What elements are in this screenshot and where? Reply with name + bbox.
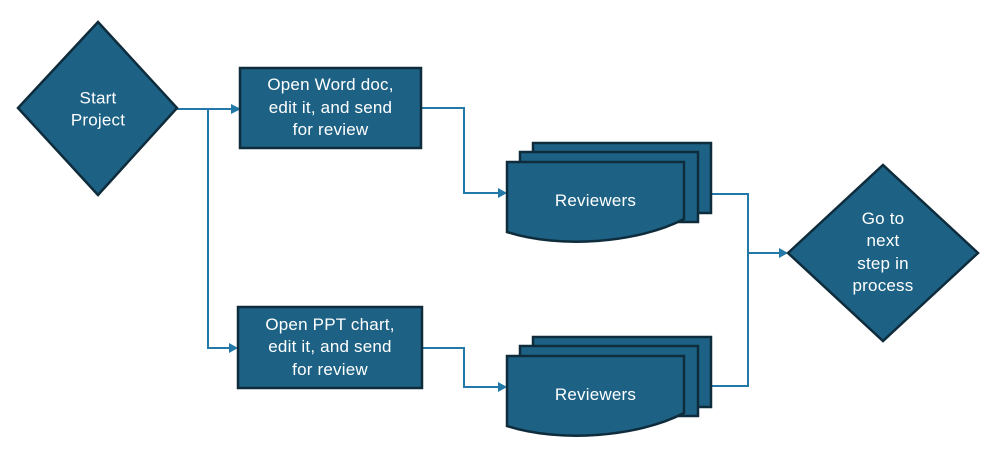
start-decision-diamond — [16, 20, 179, 197]
reviewers-ppt-multidocument — [505, 335, 713, 437]
word-process-rect — [238, 66, 423, 150]
reviewers-word-front-sheet — [505, 160, 686, 243]
arrowhead-bus-to-end — [779, 248, 788, 258]
connector-reviewers-bus — [711, 193, 749, 387]
reviewers-word-multidocument — [505, 141, 713, 243]
end-decision-diamond — [786, 163, 980, 343]
arrowhead-start-to-word — [231, 104, 241, 114]
reviewers-ppt-front-sheet — [505, 354, 686, 437]
connector-ppt-to-reviewers — [422, 347, 498, 388]
arrowhead-ppt-to-reviewers — [498, 382, 507, 392]
ppt-process-rect — [236, 305, 424, 390]
connector-start-to-ppt — [207, 109, 229, 349]
arrowhead-start-to-ppt — [229, 343, 238, 353]
connector-word-to-reviewers — [421, 107, 498, 194]
arrowhead-word-to-reviewers — [498, 188, 507, 198]
